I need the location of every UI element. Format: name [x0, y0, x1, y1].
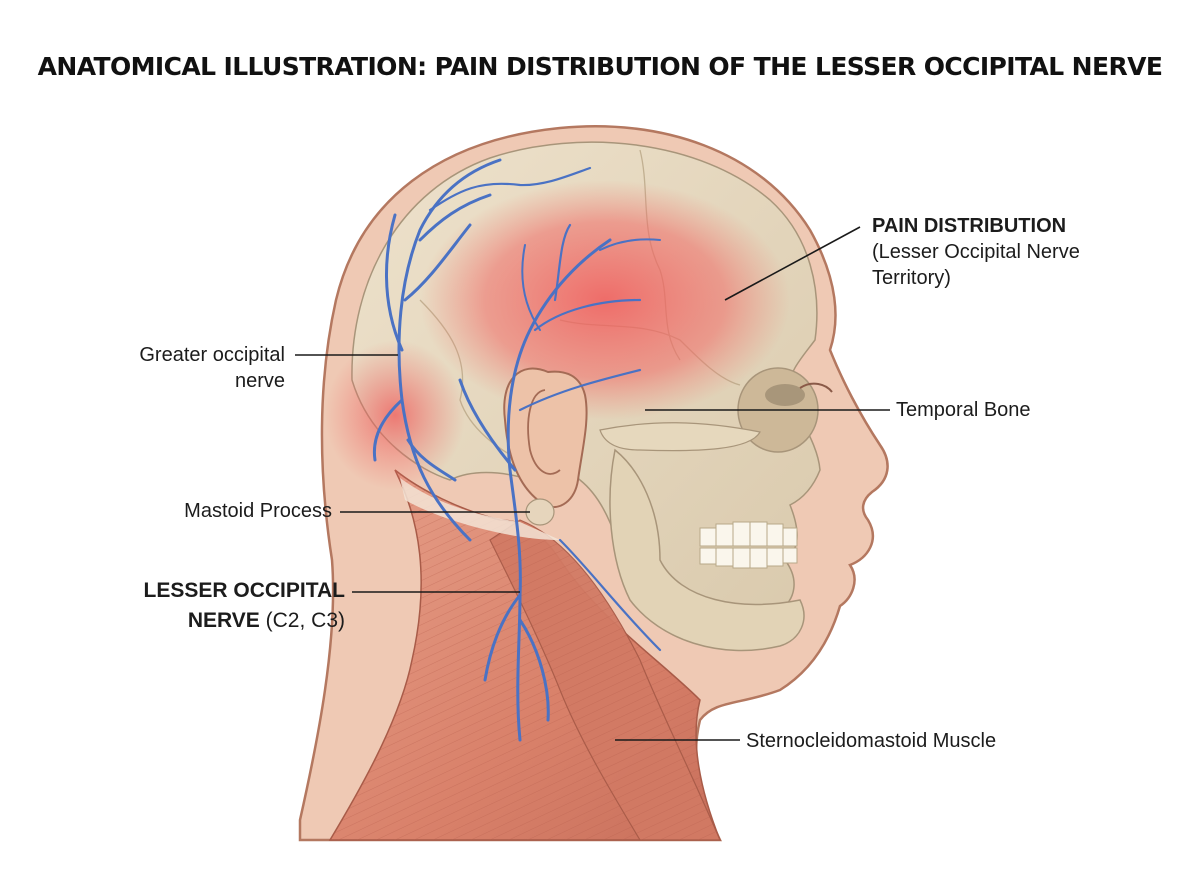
ear — [503, 367, 588, 508]
pain-distribution-line1: (Lesser Occipital Nerve — [872, 241, 1080, 263]
greater-occipital-line1: Greater occipital — [139, 344, 285, 366]
label-lesser-occipital-nerve: LESSER OCCIPITAL NERVE (C2, C3) — [144, 576, 345, 636]
lesser-occipital-line1: LESSER OCCIPITAL — [143, 579, 345, 602]
lesser-occipital-line2-bold: NERVE — [187, 609, 260, 632]
pain-region-occipital — [325, 340, 465, 490]
greater-occipital-nerve — [372, 158, 592, 542]
label-sternocleidomastoid: Sternocleidomastoid Muscle — [746, 730, 997, 752]
label-mastoid-process: Mastoid Process — [184, 500, 332, 522]
mastoid-process — [525, 498, 555, 526]
label-temporal-bone: Temporal Bone — [896, 399, 1031, 421]
pain-distribution-line2: Territory) — [872, 267, 951, 289]
lesser-occipital-line2-rest: (C2, C3) — [259, 609, 345, 632]
label-pain-distribution: PAIN DISTRIBUTION (Lesser Occipital Nerv… — [872, 213, 1080, 291]
leader-lines — [295, 226, 890, 741]
teeth — [699, 521, 798, 569]
lesser-occipital-nerve — [458, 223, 662, 742]
page-title: ANATOMICAL ILLUSTRATION: PAIN DISTRIBUTI… — [37, 52, 1163, 81]
mandible — [609, 448, 805, 652]
pain-distribution-heading: PAIN DISTRIBUTION — [872, 215, 1067, 237]
greater-occipital-line2: nerve — [234, 370, 285, 392]
pain-region — [420, 180, 790, 420]
label-greater-occipital-nerve: Greater occipital nerve — [139, 342, 285, 394]
